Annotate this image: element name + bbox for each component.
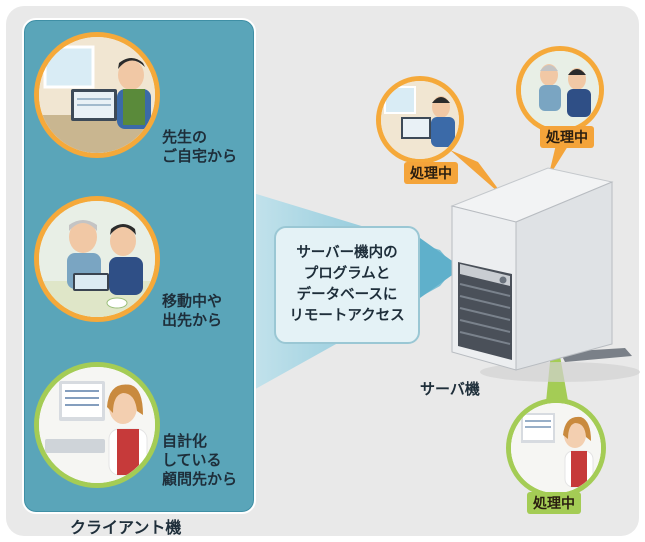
processing-circle-left	[376, 76, 464, 164]
client-label-mobile: 移動中や 出先から	[162, 292, 223, 329]
access-line-3: データベースに	[296, 287, 398, 303]
processing-mobile-illustration	[521, 51, 599, 129]
home-illustration	[39, 37, 155, 153]
client-caption: クライアント機	[70, 518, 182, 537]
office-illustration	[39, 367, 155, 483]
processing-office-illustration	[511, 403, 601, 493]
processing-circle-bottom	[506, 398, 606, 498]
processing-label-right: 処理中	[540, 126, 594, 148]
processing-label-bottom: 処理中	[527, 492, 581, 514]
server-label: サーバ機	[420, 380, 480, 398]
processing-label-left: 処理中	[404, 162, 458, 184]
access-line-1: サーバー機内の	[296, 245, 398, 261]
mobile-illustration	[39, 201, 155, 317]
processing-home-illustration	[381, 81, 459, 159]
client-mobile-circle	[34, 196, 160, 322]
client-office-circle	[34, 362, 160, 488]
client-label-office: 自計化 している 顧問先から	[162, 432, 238, 488]
access-line-4: リモートアクセス	[289, 308, 405, 324]
client-home-circle	[34, 32, 160, 158]
access-line-2: プログラムと	[303, 266, 391, 282]
client-label-home: 先生の ご自宅から	[162, 128, 238, 165]
remote-access-box: サーバー機内の プログラムと データベースに リモートアクセス	[274, 226, 420, 344]
access-arrow	[420, 238, 462, 298]
processing-circle-right	[516, 46, 604, 134]
